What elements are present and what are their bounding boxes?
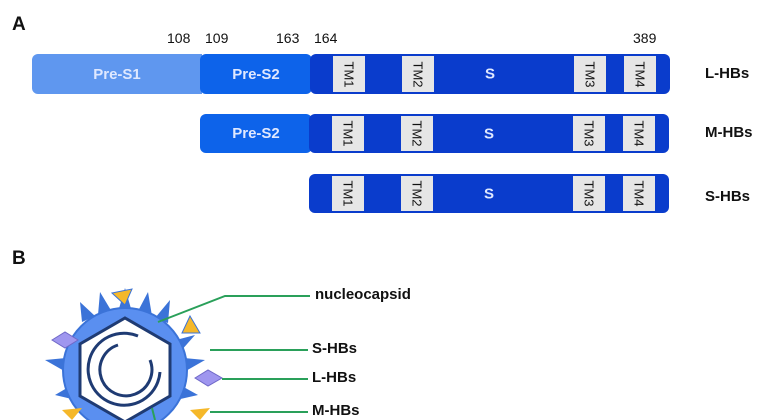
tm2: TM2 [402,56,434,92]
m-hbs-protein [190,408,210,420]
tm1: TM1 [333,56,365,92]
tm3: TM3 [573,176,605,211]
tm3: TM3 [573,116,605,151]
pre-s2-label: Pre-S2 [232,125,280,142]
tm1: TM1 [332,176,364,211]
tm2: TM2 [401,176,433,211]
label-l-hbs: L-HBs [312,369,357,386]
pre-s2-domain: Pre-S2 [200,54,312,94]
position-389: 389 [633,30,657,46]
label-s-hbs: S-HBs [312,340,358,357]
label-nucleocapsid: nucleocapsid [315,286,411,303]
position-108: 108 [167,30,191,46]
tm3: TM3 [574,56,606,92]
l-hbs-protein [194,369,224,387]
s-domain: TM1 TM2 S TM3 TM4 [309,114,669,153]
panel-a-label: A [12,14,26,35]
nucleocapsid-hexagon [78,316,172,420]
tm1: TM1 [332,116,364,151]
m-hbs-protein [110,288,133,306]
s-label: S [483,185,494,202]
tm4: TM4 [623,176,655,211]
pre-s1-label: Pre-S1 [93,65,141,83]
m-hbs-protein [62,408,82,420]
s-label: S [483,125,494,142]
panel-b-label: B [12,248,26,269]
tm4: TM4 [623,116,655,151]
s-domain: TM1 TM2 S TM3 TM4 [310,54,670,94]
position-164: 164 [314,30,338,46]
row-label-m-hbs: M-HBs [705,124,753,141]
tm2: TM2 [401,116,433,151]
dna-outer [86,331,162,407]
label-m-hbs: M-HBs [312,402,360,419]
dna-inner [98,343,154,398]
position-109: 109 [205,30,229,46]
leader-lines [151,295,310,420]
pre-s1-domain: Pre-S1 [32,54,202,94]
m-hbs-protein [181,314,201,334]
position-163: 163 [276,30,300,46]
row-label-l-hbs: L-HBs [705,65,750,82]
s-label: S [484,65,495,83]
pre-s2-label: Pre-S2 [232,65,280,83]
l-hbs-protein [51,331,79,349]
s-domain: TM1 TM2 S TM3 TM4 [309,174,669,213]
row-label-s-hbs: S-HBs [705,188,751,205]
pre-s2-domain: Pre-S2 [200,114,312,153]
tm4: TM4 [624,56,656,92]
